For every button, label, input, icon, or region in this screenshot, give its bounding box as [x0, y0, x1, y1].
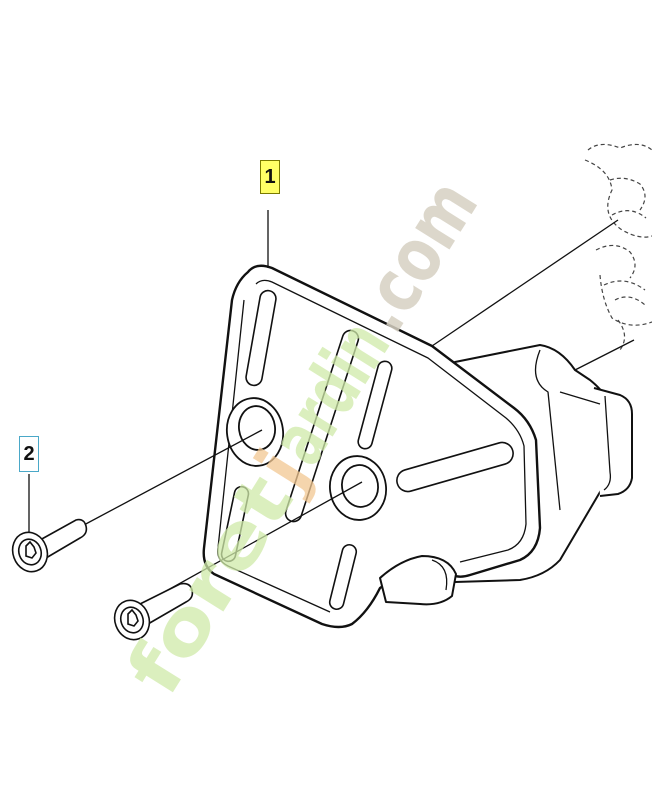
muffler-body [202, 264, 633, 629]
cover-bolt-holes [225, 397, 387, 521]
screw-upper [11, 518, 88, 573]
callout-2[interactable]: 2 [19, 436, 39, 472]
engine-outline-dashed [584, 143, 652, 351]
leader-lines [28, 210, 635, 601]
muffler-outlet-tube [593, 387, 633, 497]
screw-lower [113, 582, 194, 641]
callout-1[interactable]: 1 [260, 160, 280, 194]
cover-ribs [220, 289, 514, 611]
